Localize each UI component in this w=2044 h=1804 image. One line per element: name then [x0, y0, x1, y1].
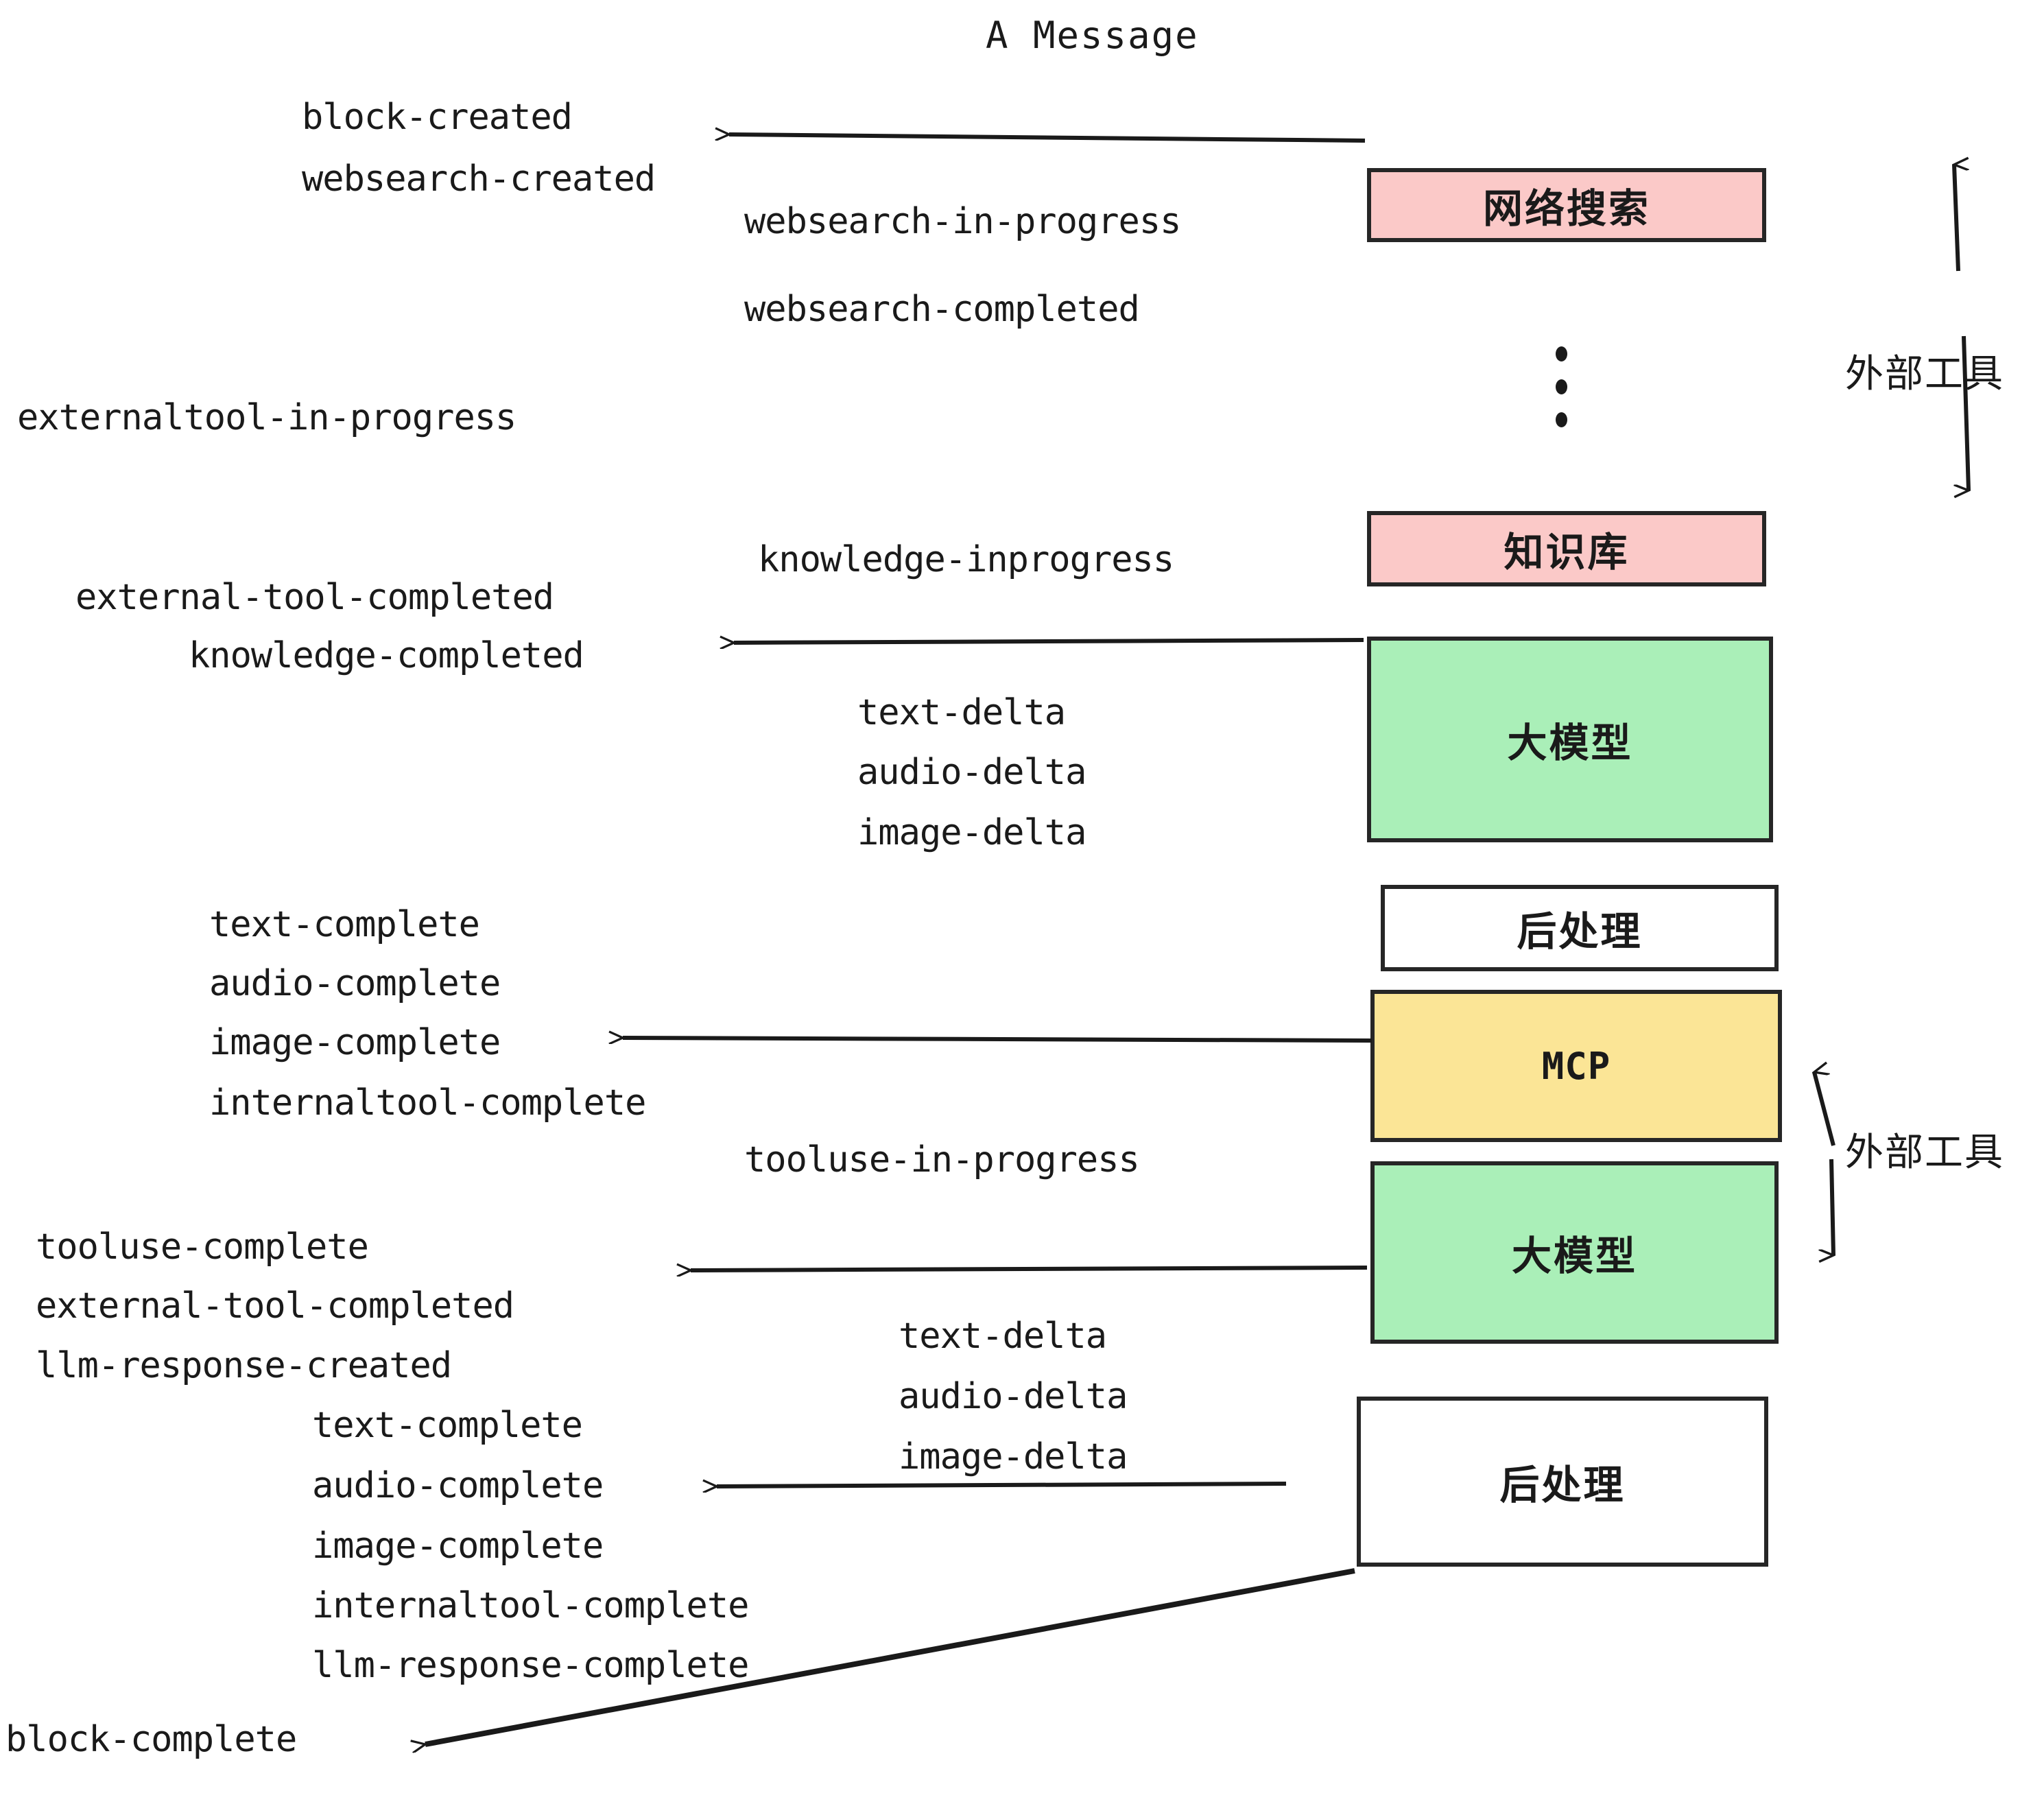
event-text-complete-1: text-complete	[209, 904, 480, 945]
event-block-created: block-created	[302, 97, 573, 138]
event-llm-response-complete: llm-response-complete	[312, 1645, 749, 1686]
event-internaltool-complete-1: internaltool-complete	[209, 1082, 646, 1124]
box-mcp[interactable]: MCP	[1370, 990, 1782, 1142]
box-mcp-label: MCP	[1541, 1044, 1611, 1088]
arrow-postprocess-top-to-image-complete	[623, 1038, 1372, 1041]
box-websearch-label: 网络搜索	[1482, 185, 1650, 232]
box-llm-bottom-label: 大模型	[1511, 1233, 1637, 1279]
event-image-delta-2: image-delta	[899, 1436, 1128, 1477]
event-audio-complete-1: audio-complete	[209, 963, 501, 1004]
page-title: A Message	[986, 14, 1199, 57]
group-label-external-tool-top: 外部工具	[1845, 352, 2004, 396]
box-websearch[interactable]: 网络搜索	[1367, 168, 1766, 242]
event-externaltool-in-progress: externaltool-in-progress	[17, 397, 516, 438]
event-tooluse-complete: tooluse-complete	[36, 1226, 369, 1268]
box-knowledge-label: 知识库	[1504, 529, 1630, 575]
event-llm-response-created: llm-response-created	[36, 1345, 452, 1386]
event-knowledge-completed: knowledge-completed	[189, 635, 584, 676]
arrow-llm-bottom-to-audio-complete	[717, 1484, 1287, 1486]
event-tooluse-in-progress: tooluse-in-progress	[744, 1139, 1140, 1180]
event-websearch-created: websearch-created	[302, 158, 656, 200]
event-external-tool-completed-1: external-tool-completed	[75, 577, 554, 618]
arrow-external-tool-top-up	[1954, 165, 1958, 272]
arrow-external-tool-bottom-down	[1831, 1159, 1833, 1255]
event-audio-delta-1: audio-delta	[857, 752, 1086, 793]
box-llm-bottom[interactable]: 大模型	[1370, 1161, 1779, 1344]
event-image-complete-2: image-complete	[312, 1526, 604, 1567]
event-text-delta-2: text-delta	[899, 1316, 1107, 1357]
box-postprocess-top[interactable]: 后处理	[1381, 885, 1779, 971]
box-llm-top[interactable]: 大模型	[1367, 637, 1773, 842]
arrow-external-tool-bottom-up	[1814, 1072, 1835, 1146]
event-text-complete-2: text-complete	[312, 1405, 583, 1446]
arrow-websearch-to-created	[729, 134, 1366, 143]
event-audio-complete-2: audio-complete	[312, 1465, 604, 1506]
event-image-delta-1: image-delta	[857, 812, 1086, 853]
event-websearch-completed: websearch-completed	[744, 289, 1140, 330]
box-knowledge[interactable]: 知识库	[1367, 511, 1766, 586]
group-label-external-tool-bottom: 外部工具	[1845, 1130, 2004, 1175]
box-postprocess-bottom[interactable]: 后处理	[1357, 1397, 1768, 1567]
event-external-tool-completed-2: external-tool-completed	[36, 1285, 514, 1327]
box-llm-top-label: 大模型	[1507, 720, 1633, 766]
vertical-ellipsis	[1556, 346, 1567, 427]
arrow-knowledge-to-completed	[734, 640, 1364, 643]
event-knowledge-inprogress: knowledge-inprogress	[758, 539, 1174, 580]
event-block-complete: block-complete	[5, 1719, 297, 1760]
event-internaltool-complete-2: internaltool-complete	[312, 1585, 749, 1626]
event-text-delta-1: text-delta	[857, 692, 1066, 733]
event-websearch-in-progress: websearch-in-progress	[744, 201, 1181, 242]
box-postprocess-bottom-label: 后处理	[1499, 1462, 1626, 1508]
event-image-complete-1: image-complete	[209, 1022, 501, 1063]
event-audio-delta-2: audio-delta	[899, 1376, 1128, 1417]
arrow-mcp-to-tooluse-complete	[691, 1268, 1368, 1270]
box-postprocess-top-label: 后处理	[1517, 908, 1643, 955]
